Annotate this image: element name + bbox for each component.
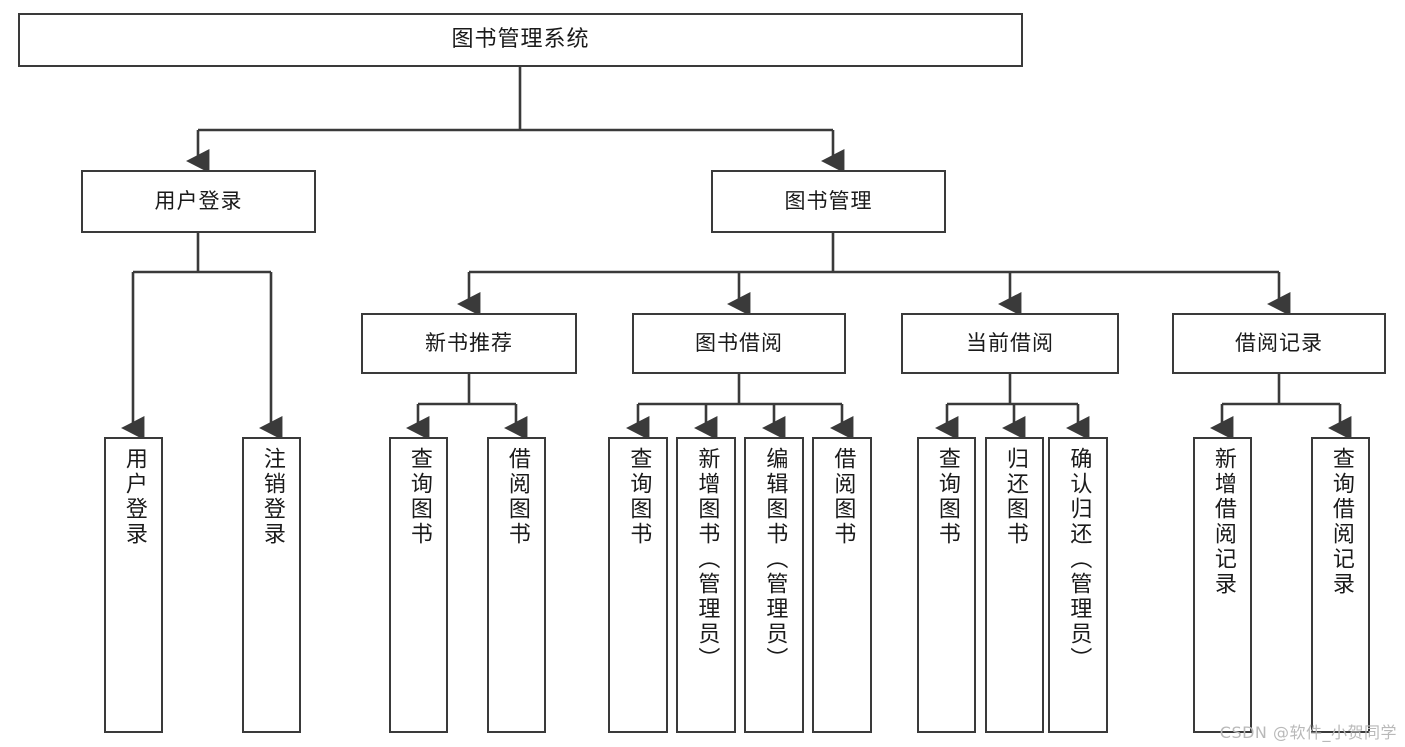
node-leaf-edit-book[interactable]: 编辑图书（管理员） [744,437,804,733]
node-leaf-return-book[interactable]: 归还图书 [985,437,1044,733]
node-current-borrow[interactable]: 当前借阅 [901,313,1119,374]
node-leaf-confirm-return-label: 确认归还（管理员） [1066,447,1092,672]
node-new-book-recommend-label: 新书推荐 [425,330,513,355]
node-new-book-recommend[interactable]: 新书推荐 [361,313,577,374]
node-leaf-return-book-label: 归还图书 [1002,447,1028,547]
node-leaf-logout-login[interactable]: 注销登录 [242,437,301,733]
node-borrow-record-label: 借阅记录 [1235,330,1323,355]
node-leaf-add-book-label: 新增图书（管理员） [694,447,720,672]
node-leaf-query-book-1-label: 查询图书 [406,447,432,547]
node-book-management[interactable]: 图书管理 [711,170,946,233]
csdn-watermark: CSDN @软件_小贺同学 [1219,723,1397,742]
node-leaf-borrow-book-1[interactable]: 借阅图书 [487,437,546,733]
node-leaf-confirm-return[interactable]: 确认归还（管理员） [1048,437,1108,733]
node-leaf-edit-book-label: 编辑图书（管理员） [762,447,788,672]
node-leaf-add-book[interactable]: 新增图书（管理员） [676,437,736,733]
node-leaf-query-book-2-label: 查询图书 [626,447,652,547]
node-book-management-label: 图书管理 [784,188,873,213]
node-leaf-borrow-book-1-label: 借阅图书 [504,447,530,547]
node-user-login-label: 用户登录 [154,188,243,213]
node-leaf-user-login-label: 用户登录 [121,447,147,547]
node-borrow-record[interactable]: 借阅记录 [1172,313,1386,374]
node-leaf-query-book-3-label: 查询图书 [934,447,960,547]
node-book-borrow[interactable]: 图书借阅 [632,313,846,374]
node-leaf-add-record[interactable]: 新增借阅记录 [1193,437,1252,733]
node-book-borrow-label: 图书借阅 [695,330,783,355]
node-root[interactable]: 图书管理系统 [18,13,1023,67]
node-root-label: 图书管理系统 [451,26,590,52]
node-leaf-add-record-label: 新增借阅记录 [1210,447,1236,597]
node-leaf-query-record[interactable]: 查询借阅记录 [1311,437,1370,733]
node-current-borrow-label: 当前借阅 [966,330,1054,355]
node-leaf-borrow-book-2-label: 借阅图书 [830,447,856,547]
node-leaf-query-book-1[interactable]: 查询图书 [389,437,448,733]
node-leaf-logout-login-label: 注销登录 [259,447,285,547]
node-leaf-borrow-book-2[interactable]: 借阅图书 [812,437,872,733]
node-leaf-query-book-3[interactable]: 查询图书 [917,437,976,733]
node-leaf-user-login[interactable]: 用户登录 [104,437,163,733]
node-user-login[interactable]: 用户登录 [81,170,316,233]
node-leaf-query-record-label: 查询借阅记录 [1328,447,1354,597]
node-leaf-query-book-2[interactable]: 查询图书 [608,437,668,733]
